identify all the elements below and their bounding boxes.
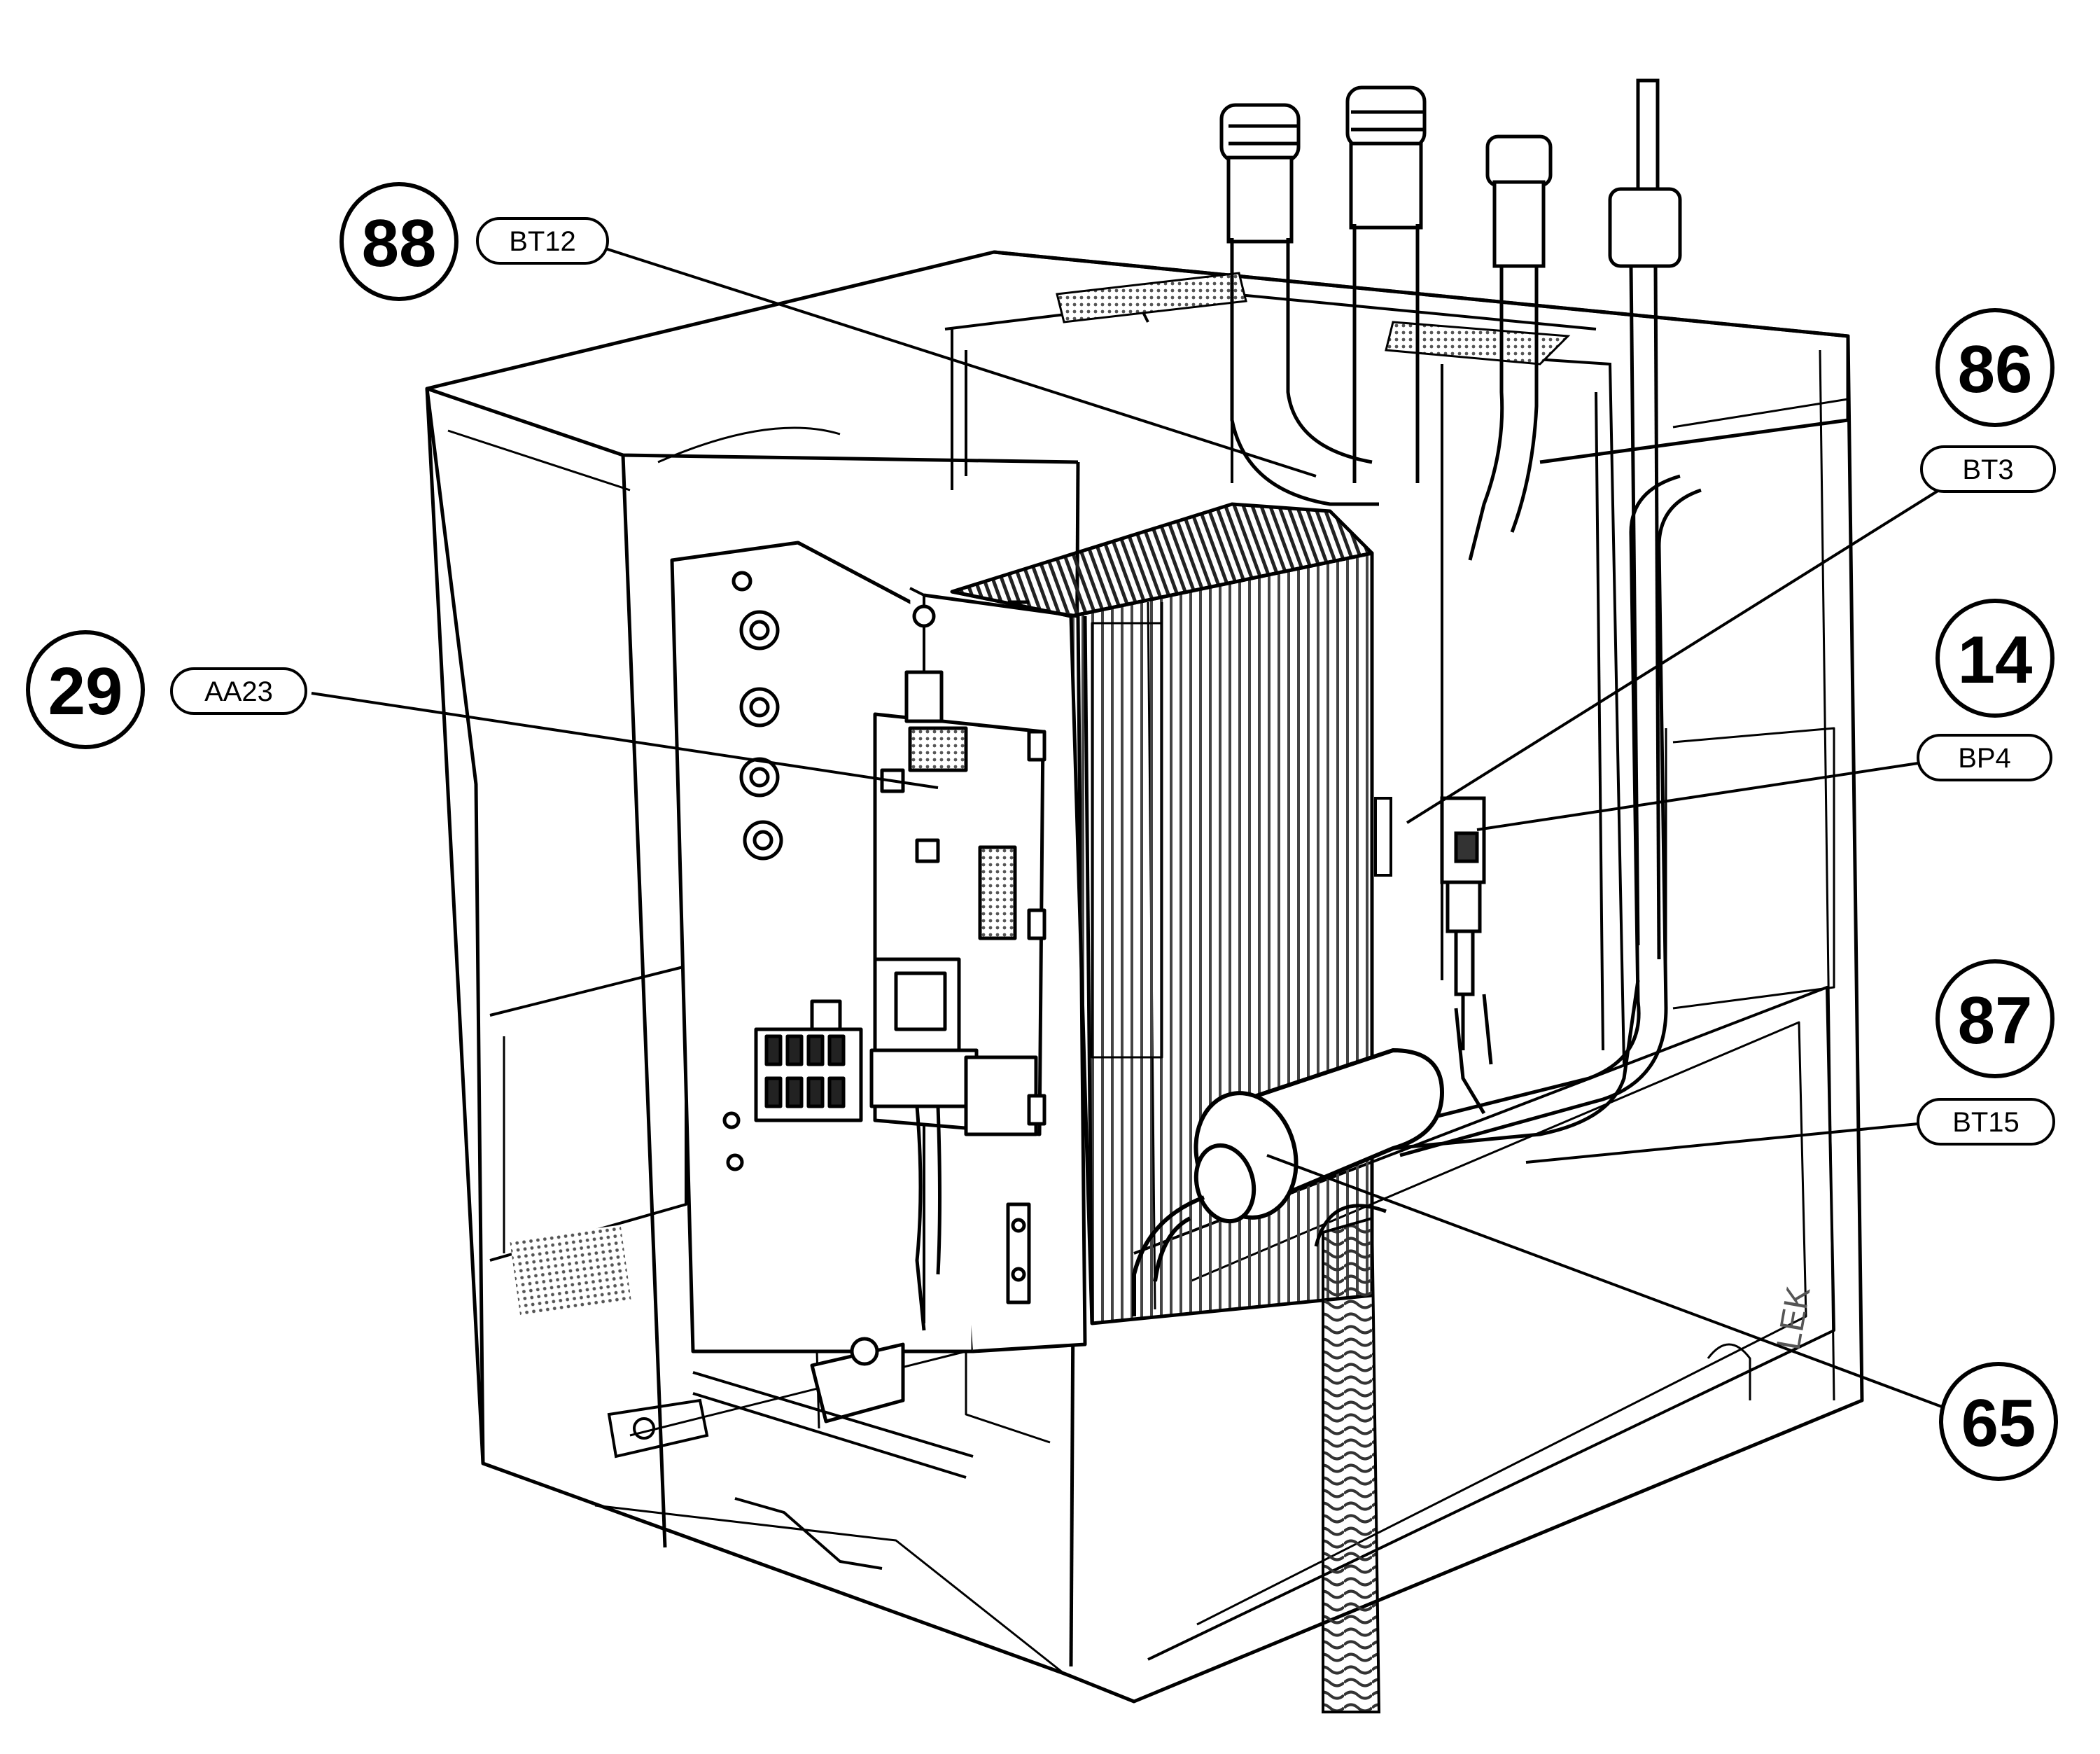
pipe-run-right — [1392, 474, 1702, 1157]
leader-87 — [1525, 1122, 1919, 1164]
drain-hose-jacket — [1314, 1204, 1387, 1247]
callout-number: 65 — [1961, 1386, 2036, 1461]
callout-circle — [1935, 308, 2054, 427]
terminal-block — [754, 999, 863, 1122]
callout-86: 86 BT3 — [1920, 308, 2056, 493]
filter-dryer — [1132, 1047, 1445, 1316]
pressure-sensor — [1440, 796, 1486, 1050]
electrical-cabinet — [670, 541, 1087, 1424]
callout-87: 87 BT15 — [1917, 959, 2055, 1146]
vent-grille — [510, 1225, 631, 1317]
leader-lines — [311, 247, 1954, 1412]
drain-hose — [1322, 1216, 1381, 1713]
leader-86 — [1406, 489, 1940, 824]
leader-88 — [605, 247, 1317, 478]
callout-circle — [26, 630, 145, 749]
callout-number: 88 — [362, 206, 437, 281]
callout-tag-pill — [1920, 445, 2056, 493]
insulation-patches — [1056, 272, 1571, 366]
sensor-bracket — [1374, 797, 1392, 877]
callout-88: 88 BT12 — [340, 182, 609, 301]
mounting-rail — [607, 1371, 974, 1479]
callout-tag-pill — [1917, 1098, 2055, 1146]
callout-circle — [1935, 959, 2054, 1078]
callout-number: 86 — [1958, 332, 2033, 407]
callout-circle — [1935, 599, 2054, 718]
callout-tag: BT12 — [509, 226, 576, 257]
leader-14 — [1476, 762, 1919, 831]
callout-tag: AA23 — [204, 676, 273, 707]
leader-29 — [311, 692, 939, 789]
callout-tag: BT15 — [1952, 1107, 2019, 1138]
callout-14: 14 BP4 — [1917, 599, 2054, 781]
pipe-connections — [1219, 78, 1682, 1150]
callout-29: 29 AA23 — [26, 630, 307, 749]
callout-tag-pill — [1917, 734, 2052, 781]
callout-number: 29 — [48, 654, 123, 729]
callout-number: 14 — [1958, 622, 2033, 697]
leader-65 — [1266, 1154, 1954, 1412]
callout-tag: BP4 — [1958, 743, 2011, 774]
callout-number: 87 — [1958, 983, 2033, 1058]
callout-tag: BT3 — [1962, 454, 2013, 485]
callout-circle — [1939, 1362, 2058, 1481]
callout-tag-pill — [170, 667, 307, 715]
callout-circle — [340, 182, 458, 301]
callout-tag-pill — [476, 217, 609, 265]
callout-65: 65 — [1939, 1362, 2058, 1481]
